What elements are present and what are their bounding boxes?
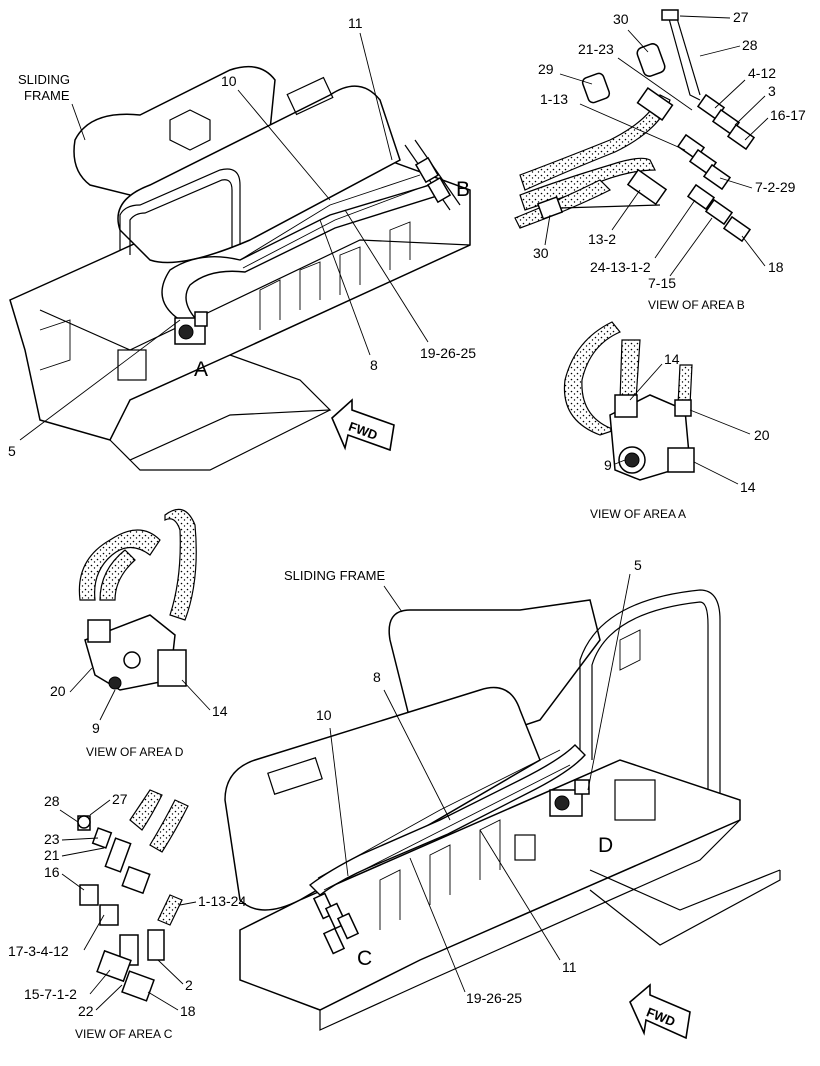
b-callout-7-15: 7-15 [648, 275, 676, 291]
bottom-callout-5: 5 [634, 557, 642, 573]
b-callout-3: 3 [768, 83, 776, 99]
bottom-callout-10: 10 [316, 707, 332, 723]
b-callout-27: 27 [733, 9, 749, 25]
c-callout-17-3-4-12: 17-3-4-12 [8, 943, 69, 959]
view-b-caption: VIEW OF AREA B [648, 298, 745, 312]
area-c-marker: C [357, 947, 372, 970]
bottom-callout-19-26-25: 19-26-25 [466, 990, 522, 1006]
b-callout-30-top: 30 [613, 11, 629, 27]
callout-10: 10 [221, 73, 237, 89]
leader-frame [71, 103, 86, 141]
view-d-caption: VIEW OF AREA D [86, 745, 184, 759]
a-callout-20: 20 [754, 427, 770, 443]
view-area-d: 20 14 9 VIEW OF AREA D [50, 508, 228, 759]
bottom-main-view: SLIDING FRAME D C 5 8 10 11 19-26-25 FWD [224, 557, 781, 1040]
callout-8: 8 [370, 357, 378, 373]
c-callout-22: 22 [78, 1003, 94, 1019]
d-callout-20: 20 [50, 683, 66, 699]
callout-5: 5 [8, 443, 16, 459]
b-callout-24-13-1-2: 24-13-1-2 [590, 259, 651, 275]
callout-11: 11 [348, 15, 363, 31]
c-callout-16: 16 [44, 864, 60, 880]
view-a-caption: VIEW OF AREA A [590, 507, 686, 521]
top-main-view: SLIDING FRAME A B 11 10 5 8 19-26-25 FWD [8, 15, 476, 471]
c-callout-27: 27 [112, 791, 128, 807]
c-callout-15-7-1-2: 15-7-1-2 [24, 986, 77, 1002]
c-callout-1-13-24: 1-13-24 [198, 893, 246, 909]
b-callout-29: 29 [538, 61, 554, 77]
view-area-a: 14 20 9 14 VIEW OF AREA A [563, 321, 770, 521]
a-callout-14-bottom: 14 [740, 479, 756, 495]
area-d-marker: D [598, 834, 613, 857]
b-callout-13-2: 13-2 [588, 231, 616, 247]
d-callout-14: 14 [212, 703, 228, 719]
bottom-callout-8: 8 [373, 669, 381, 685]
b-callout-30-bottom: 30 [533, 245, 549, 261]
b-callout-21-23: 21-23 [578, 41, 614, 57]
a-callout-14-top: 14 [664, 351, 680, 367]
b-callout-28: 28 [742, 37, 758, 53]
view-area-c: 28 27 23 21 16 1-13-24 17-3-4-12 2 15-7-… [8, 789, 246, 1041]
bottom-callout-11: 11 [562, 959, 577, 975]
fwd-arrow-top: FWD [331, 398, 395, 452]
a-callout-9: 9 [604, 457, 612, 473]
bottom-frame-label: SLIDING FRAME [284, 568, 385, 583]
b-callout-7-2-29: 7-2-29 [755, 179, 796, 195]
d-callout-9: 9 [92, 720, 100, 736]
view-area-b: 30 27 21-23 28 29 4-12 3 1-13 16-17 7-2-… [514, 9, 806, 312]
c-callout-21: 21 [44, 847, 60, 863]
c-callout-2: 2 [185, 977, 193, 993]
b-callout-18: 18 [768, 259, 784, 275]
c-callout-18: 18 [180, 1003, 196, 1019]
b-callout-16-17: 16-17 [770, 107, 806, 123]
callout-19-26-25: 19-26-25 [420, 345, 476, 361]
area-a-marker: A [194, 358, 208, 381]
area-b-marker: B [456, 178, 470, 201]
view-c-caption: VIEW OF AREA C [75, 1027, 173, 1041]
top-frame-label-line2: FRAME [24, 88, 70, 103]
top-frame-label-line1: SLIDING [18, 72, 70, 87]
b-callout-1-13: 1-13 [540, 91, 568, 107]
fwd-arrow-bottom: FWD [629, 983, 691, 1040]
c-callout-28: 28 [44, 793, 60, 809]
b-callout-4-12: 4-12 [748, 65, 776, 81]
c-callout-23: 23 [44, 831, 60, 847]
